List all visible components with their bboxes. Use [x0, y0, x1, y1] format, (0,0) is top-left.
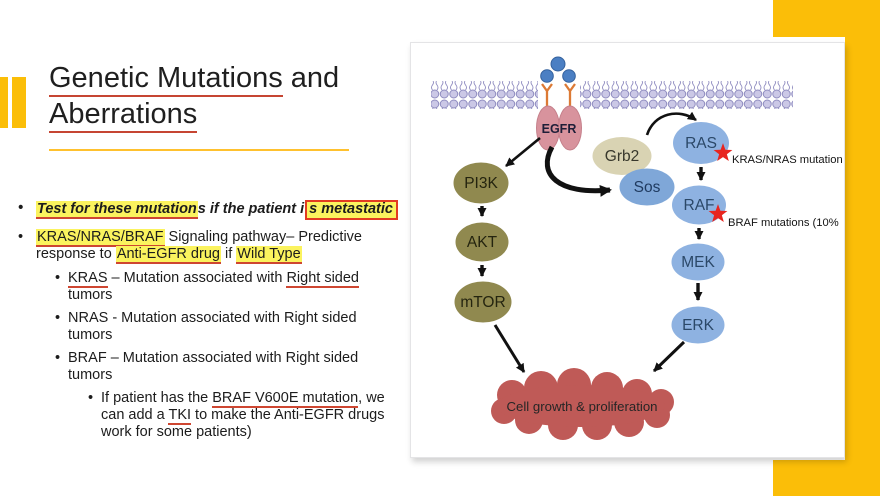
egfr-receptor: EGFR: [536, 56, 582, 151]
sub-bullet-braf-v600e: • If patient has the BRAF V600E mutation…: [88, 390, 385, 440]
right-accent-bar: [845, 0, 880, 496]
bullet-list: • Test for these mutations if the patien…: [18, 200, 408, 441]
right-accent-bottom: [773, 460, 880, 496]
erk-node: ERK: [671, 306, 725, 344]
egfr-pathway-diagram: EGFR PI3K AKT: [410, 42, 845, 458]
page-title: Genetic Mutations and Aberrations: [49, 60, 389, 133]
pathway-svg: EGFR PI3K AKT: [431, 56, 843, 440]
title-divider: [49, 149, 349, 151]
svg-text:Sos: Sos: [634, 179, 661, 196]
svg-text:mTOR: mTOR: [460, 294, 505, 311]
raf-node: RAF: [672, 185, 726, 225]
grb2-node: Grb2: [592, 137, 652, 175]
left-accent-bar-2: [12, 77, 26, 128]
egfr-label: EGFR: [542, 122, 577, 136]
svg-text:PI3K: PI3K: [464, 175, 498, 192]
sub-bullet-kras: • KRAS – Mutation associated with Right …: [55, 270, 359, 303]
title-underlined-1: Genetic Mutations: [49, 62, 283, 97]
sub-bullet-nras: • NRAS - Mutation associated with Right …: [55, 310, 357, 343]
kras-nras-annotation: KRAS/NRAS mutation: [732, 154, 843, 166]
bullet-test-mutations: • Test for these mutations if the patien…: [18, 200, 408, 220]
svg-text:RAF: RAF: [684, 197, 715, 214]
sub-bullet-braf: • BRAF – Mutation associated with Right …: [55, 350, 359, 383]
sos-node: Sos: [619, 168, 675, 206]
cell-growth-cloud: Cell growth & proliferation: [491, 368, 674, 440]
pathway-arrows: [477, 111, 706, 373]
mek-node: MEK: [671, 243, 725, 281]
svg-text:Grb2: Grb2: [605, 148, 639, 165]
svg-text:MEK: MEK: [681, 254, 715, 271]
svg-text:AKT: AKT: [467, 234, 498, 251]
ligand-circles: [540, 56, 576, 83]
cloud-label: Cell growth & proliferation: [507, 399, 658, 414]
title-rest: and: [282, 62, 340, 94]
title-underlined-2: Aberrations: [49, 98, 198, 133]
pi3k-node: PI3K: [453, 162, 509, 204]
svg-text:ERK: ERK: [682, 317, 715, 334]
ras-node: RAS: [673, 122, 729, 164]
metastatic-callout-box: s metastatic: [305, 200, 398, 220]
bullet-kras-nras-braf: • KRAS/NRAS/BRAF Signaling pathway– Pred…: [18, 229, 362, 264]
akt-node: AKT: [455, 222, 509, 262]
svg-text:RAS: RAS: [685, 135, 717, 152]
mtor-node: mTOR: [454, 281, 512, 323]
left-accent-bar-1: [0, 77, 8, 128]
braf-annotation: BRAF mutations (10%: [728, 217, 839, 229]
kras-nras-mutation-star: KRAS/NRAS mutation: [713, 143, 843, 166]
braf-mutation-star: BRAF mutations (10%: [708, 204, 839, 229]
cell-membrane: [431, 81, 793, 109]
